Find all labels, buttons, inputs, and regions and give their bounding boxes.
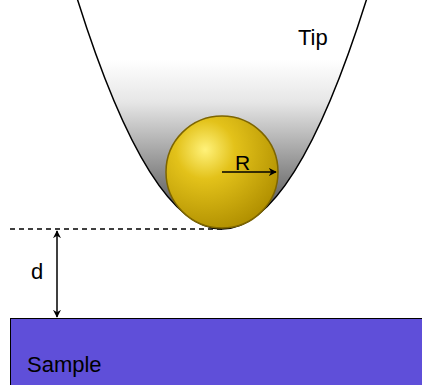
sample-block-label: Sample: [27, 354, 102, 376]
probe-tip: TipR: [70, 0, 372, 235]
sample-block: Sample: [10, 318, 422, 385]
sphere-label: R: [235, 152, 250, 173]
distance-label: d: [31, 261, 43, 283]
sphere: R: [165, 115, 279, 231]
distance-arrow: [56, 231, 58, 317]
tip-outline: [77, 0, 367, 229]
sphere-outline: [165, 115, 279, 231]
sphere-outline: [166, 116, 278, 228]
reference-line: [10, 228, 226, 230]
probe-tip-label: Tip: [298, 27, 328, 49]
